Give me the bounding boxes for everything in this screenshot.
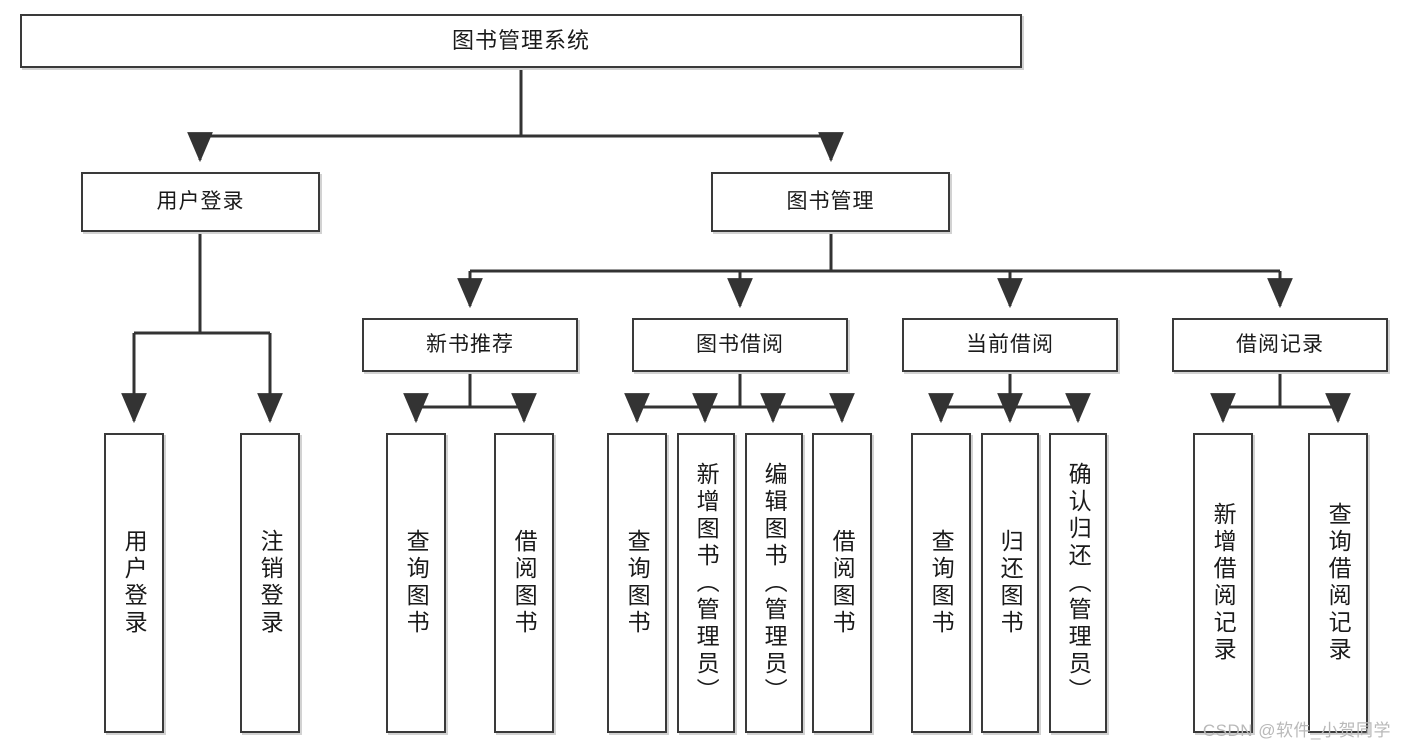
leaf-query-book-current[interactable]: 查询图书	[911, 433, 971, 733]
leaf-borrow-book-recommend[interactable]: 借阅图书	[494, 433, 554, 733]
node-label: 新书推荐	[426, 333, 514, 357]
node-label: 图书管理	[786, 190, 875, 214]
node-borrow-record[interactable]: 借阅记录	[1172, 318, 1388, 372]
leaf-query-book-borrow[interactable]: 查询图书	[607, 433, 667, 733]
leaf-confirm-return-admin[interactable]: 确认归还（管理员）	[1049, 433, 1107, 733]
watermark-text: CSDN @软件_小贺同学	[1202, 721, 1391, 740]
node-label: 图书借阅	[696, 333, 784, 357]
node-label: 查询图书	[403, 529, 430, 637]
node-label: 当前借阅	[966, 333, 1054, 357]
node-root-book-management-system[interactable]: 图书管理系统	[20, 14, 1022, 68]
node-label: 注销登录	[257, 529, 284, 637]
node-label: 归还图书	[997, 529, 1024, 637]
leaf-user-login[interactable]: 用户登录	[104, 433, 164, 733]
node-label: 确认归还（管理员）	[1065, 461, 1092, 705]
node-label: 新增借阅记录	[1210, 502, 1237, 664]
node-label: 查询图书	[928, 529, 955, 637]
leaf-logout-login[interactable]: 注销登录	[240, 433, 300, 733]
node-label: 借阅记录	[1236, 333, 1324, 357]
node-current-borrow[interactable]: 当前借阅	[902, 318, 1118, 372]
leaf-add-borrow-record[interactable]: 新增借阅记录	[1193, 433, 1253, 733]
leaf-query-book-recommend[interactable]: 查询图书	[386, 433, 446, 733]
node-label: 查询借阅记录	[1325, 502, 1352, 664]
leaf-return-book[interactable]: 归还图书	[981, 433, 1039, 733]
node-book-management[interactable]: 图书管理	[711, 172, 950, 232]
node-label: 借阅图书	[511, 529, 538, 637]
node-book-borrow[interactable]: 图书借阅	[632, 318, 848, 372]
leaf-borrow-book[interactable]: 借阅图书	[812, 433, 872, 733]
node-label: 借阅图书	[829, 529, 856, 637]
leaf-add-book-admin[interactable]: 新增图书（管理员）	[677, 433, 735, 733]
node-label: 新增图书（管理员）	[693, 461, 720, 705]
node-user-login[interactable]: 用户登录	[81, 172, 320, 232]
node-label: 图书管理系统	[451, 27, 590, 53]
node-label: 编辑图书（管理员）	[761, 461, 788, 705]
node-new-book-recommend[interactable]: 新书推荐	[362, 318, 578, 372]
node-label: 用户登录	[156, 190, 245, 214]
leaf-query-borrow-record[interactable]: 查询借阅记录	[1308, 433, 1368, 733]
node-label: 用户登录	[121, 529, 148, 637]
node-label: 查询图书	[624, 529, 651, 637]
leaf-edit-book-admin[interactable]: 编辑图书（管理员）	[745, 433, 803, 733]
